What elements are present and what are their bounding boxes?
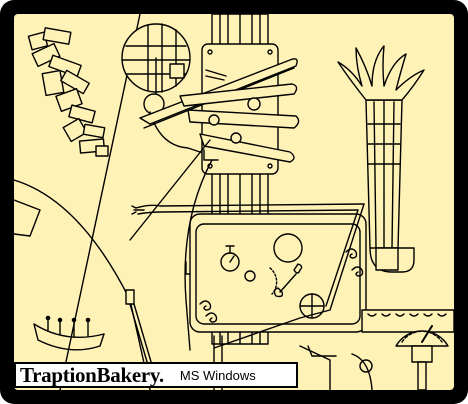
wrench-icon [273, 263, 303, 298]
title-banner: TraptionBakery. MS Windows [14, 362, 298, 388]
stacked-blocks [27, 27, 109, 157]
pocket-watch-icon [220, 245, 240, 272]
hook [185, 261, 191, 275]
plant-pillar [337, 45, 425, 273]
diagonal-rope-right [129, 139, 213, 351]
lever-stick [125, 289, 155, 373]
round-balloon [121, 23, 219, 159]
curved-rope [14, 179, 151, 390]
spiral-ornaments [199, 248, 364, 323]
platform-label: MS Windows [179, 367, 256, 383]
gear-icon [273, 233, 325, 319]
machine-box [189, 213, 367, 333]
hanging-cone [14, 199, 41, 237]
trombones [139, 58, 300, 163]
bent-rod [131, 203, 365, 349]
pressure-gauge [361, 309, 454, 390]
cradle-basket [33, 315, 105, 351]
gauge-icon [244, 267, 278, 295]
game-title: TraptionBakery. [20, 362, 164, 387]
